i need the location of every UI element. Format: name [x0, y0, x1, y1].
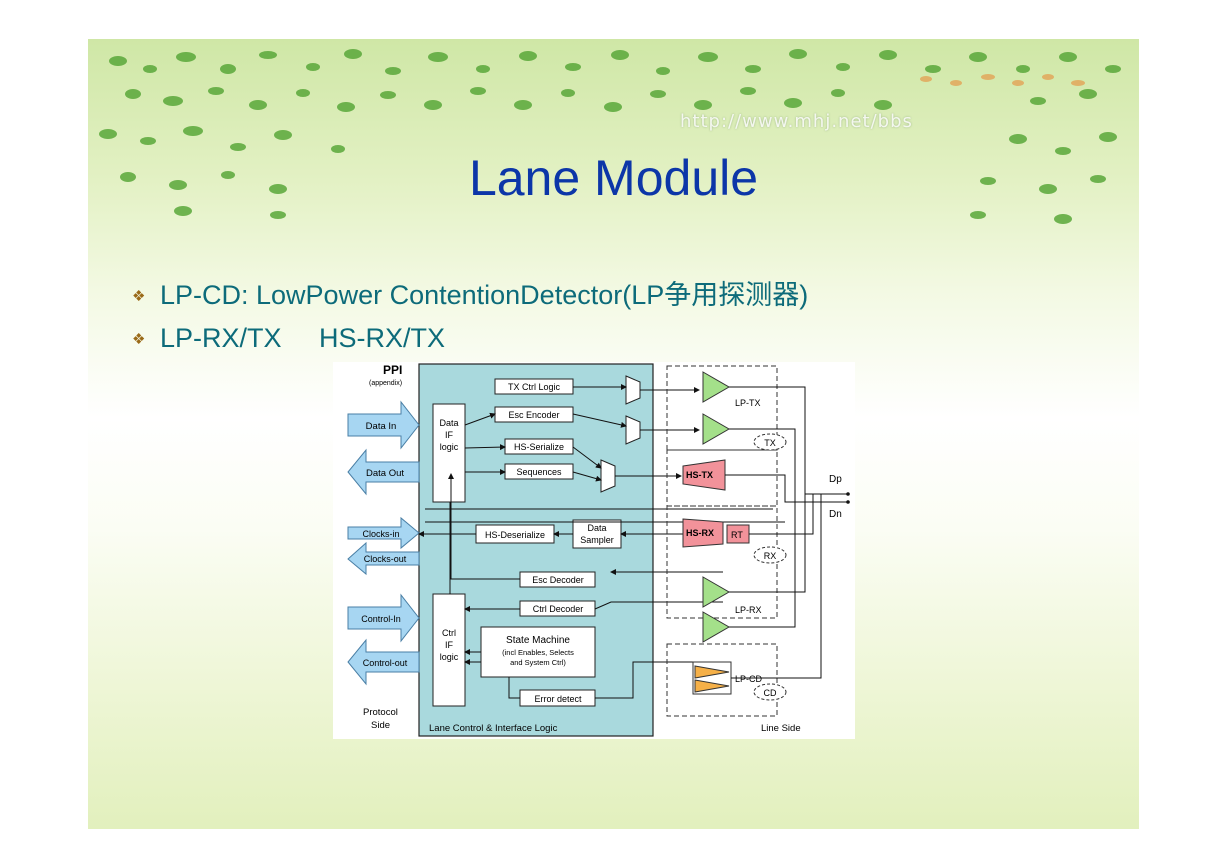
slide-title: Lane Module: [468, 150, 759, 206]
rt-label: RT: [731, 530, 743, 540]
ppi-sub-label: (appendix): [369, 380, 402, 387]
lp-tx-mux: [625, 375, 641, 405]
clocks-in-arrow: [347, 516, 420, 550]
control-out-label: Control-out: [363, 658, 408, 668]
hs-tx-label: HS-TX: [686, 470, 713, 480]
bullet-text: LP-RX/TX HS-RX/TX: [160, 323, 446, 353]
cd-region: [666, 643, 778, 717]
data-sampler-line1: Data: [587, 523, 606, 533]
hs-tx-driver: [682, 459, 726, 491]
leaf-background: [99, 49, 1121, 224]
lp-tx-label: LP-TX: [735, 398, 761, 408]
diamond-bullet-icon: ❖: [132, 331, 146, 348]
dn-label: Dn: [829, 509, 842, 520]
state-machine-block: [480, 626, 596, 678]
data-sampler-line2: Sampler: [580, 535, 614, 545]
lp-tx-driver-2: [702, 413, 731, 445]
lp-tx-mux-2: [625, 415, 641, 445]
rx-oval: [753, 546, 787, 564]
state-machine-line3: and System Ctrl): [510, 658, 566, 667]
data-if-logic-line2: IF: [445, 430, 454, 440]
clocks-out-arrow: [347, 541, 420, 576]
data-in-label: Data In: [366, 421, 397, 432]
state-machine-line2: (incl Enables, Selects: [502, 648, 574, 657]
tx-region: [666, 365, 778, 451]
data-out-label: Data Out: [366, 468, 404, 479]
data-if-logic-block: [432, 403, 466, 503]
ppi-label: PPI: [383, 363, 402, 377]
cd-oval-label: CD: [764, 688, 777, 698]
rx-oval-label: RX: [764, 551, 777, 561]
lane-module-diagram: PPI (appendix) Lane Control & Interface …: [333, 362, 855, 739]
protocol-side-line2: Side: [371, 720, 390, 731]
cd-oval: [753, 683, 787, 701]
line-side-label: Line Side: [761, 723, 801, 734]
control-in-label: Control-In: [361, 614, 401, 624]
tx-oval-label: TX: [764, 438, 776, 448]
control-in-arrow: [347, 593, 420, 643]
lane-control-label: Lane Control & Interface Logic: [429, 723, 558, 734]
watermark-url: http://www.mhj.net/bbs: [680, 111, 913, 132]
lp-rx-receiver-1: [702, 576, 731, 608]
lp-tx-driver-1: [702, 371, 731, 403]
control-out-arrow: [347, 638, 420, 686]
data-out-arrow: [347, 448, 420, 496]
data-in-arrow: [347, 400, 420, 450]
hs-serialize-label: HS-Serialize: [514, 442, 564, 452]
esc-encoder-label: Esc Encoder: [508, 410, 559, 420]
state-machine-title: State Machine: [506, 635, 570, 646]
hs-tx-region: [666, 449, 778, 507]
hs-tx-mux: [600, 459, 616, 493]
hs-rx-label: HS-RX: [686, 528, 714, 538]
slide: http://www.mhj.net/bbs Lane Module ❖ LP-C…: [88, 39, 1139, 829]
lp-cd-detector-1: [694, 665, 730, 679]
tx-oval: [753, 433, 787, 451]
data-if-logic-line3: logic: [440, 442, 459, 452]
protocol-side-line1: Protocol: [363, 707, 398, 718]
diagram-canvas: PPI (appendix) Lane Control & Interface …: [347, 363, 850, 737]
data-if-logic-line1: Data: [439, 418, 458, 428]
ctrl-decoder-label: Ctrl Decoder: [533, 604, 584, 614]
diamond-bullet-icon: ❖: [132, 288, 146, 305]
rx-region: [666, 505, 778, 619]
dp-label: Dp: [829, 474, 842, 485]
clocks-out-label: Clocks-out: [364, 554, 407, 564]
dp-pad: [846, 492, 850, 496]
lp-rx-label: LP-RX: [735, 605, 762, 615]
hs-rx-receiver: [682, 518, 724, 548]
clocks-in-label: Clocks-in: [362, 529, 399, 539]
sequences-label: Sequences: [516, 467, 562, 477]
dn-pad: [846, 500, 850, 504]
ctrl-if-logic-line3: logic: [440, 652, 459, 662]
esc-decoder-label: Esc Decoder: [532, 575, 584, 585]
ctrl-if-logic-line2: IF: [445, 640, 454, 650]
error-detect-label: Error detect: [534, 694, 582, 704]
hs-deserialize-label: HS-Deserialize: [485, 530, 545, 540]
ctrl-if-logic-line1: Ctrl: [442, 628, 456, 638]
bullet-text: LP-CD: LowPower ContentionDetector(LP争用探…: [160, 280, 809, 310]
lp-cd-detector-2: [694, 679, 730, 693]
bullet-item: ❖ LP-CD: LowPower ContentionDetector(LP争用…: [132, 273, 808, 312]
lp-cd-label: LP-CD: [735, 674, 763, 684]
ctrl-if-logic-block: [432, 593, 466, 707]
bullet-item: ❖ LP-RX/TX HS-RX/TX: [132, 323, 445, 354]
lp-rx-receiver-2: [702, 611, 731, 643]
tx-ctrl-logic-label: TX Ctrl Logic: [508, 382, 561, 392]
